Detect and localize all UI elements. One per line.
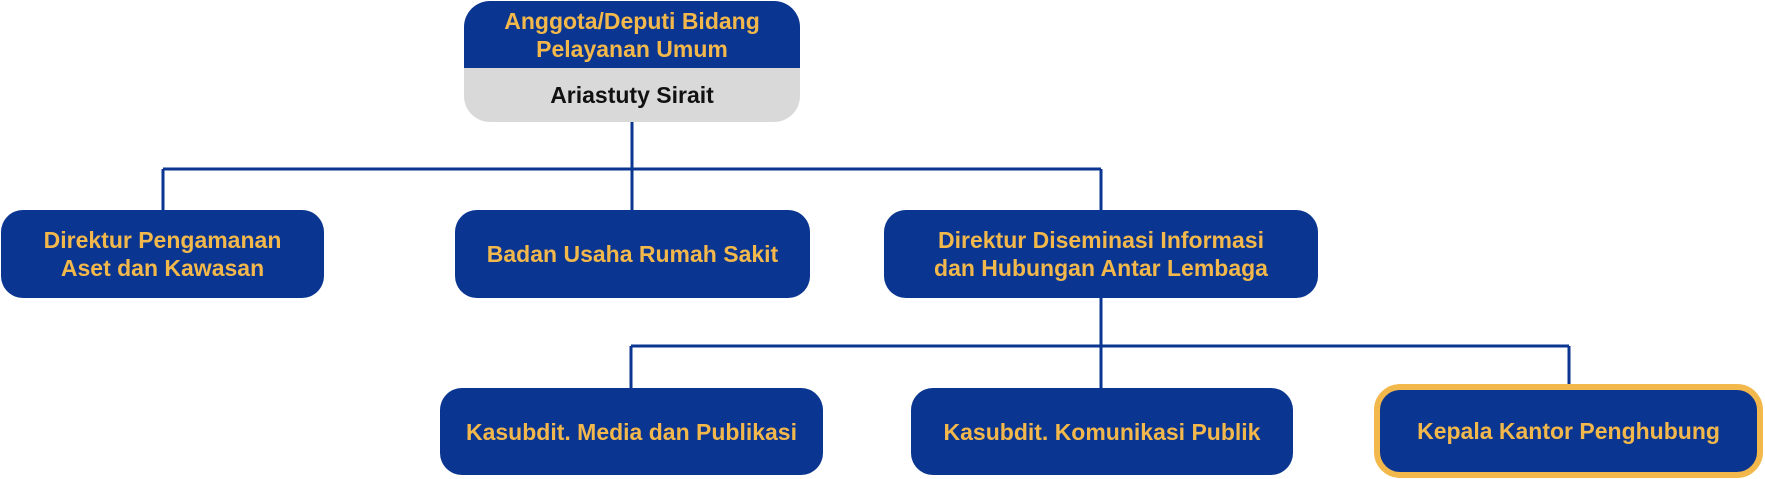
node-badan-usaha-rumah-sakit: Badan Usaha Rumah Sakit	[455, 210, 810, 298]
node-kasubdit-media: Kasubdit. Media dan Publikasi	[440, 388, 823, 475]
node-kasubdit-komunikasi: Kasubdit. Komunikasi Publik	[911, 388, 1293, 475]
root-person-name: Ariastuty Sirait	[464, 68, 800, 122]
node-direktur-diseminasi: Direktur Diseminasi Informasi dan Hubung…	[884, 210, 1318, 298]
root-node: Anggota/Deputi Bidang Pelayanan Umum Ari…	[464, 1, 800, 122]
node-kepala-kantor-penghubung: Kepala Kantor Penghubung	[1374, 384, 1763, 478]
node-direktur-pengamanan: Direktur Pengamanan Aset dan Kawasan	[1, 210, 324, 298]
root-title: Anggota/Deputi Bidang Pelayanan Umum	[464, 1, 800, 68]
